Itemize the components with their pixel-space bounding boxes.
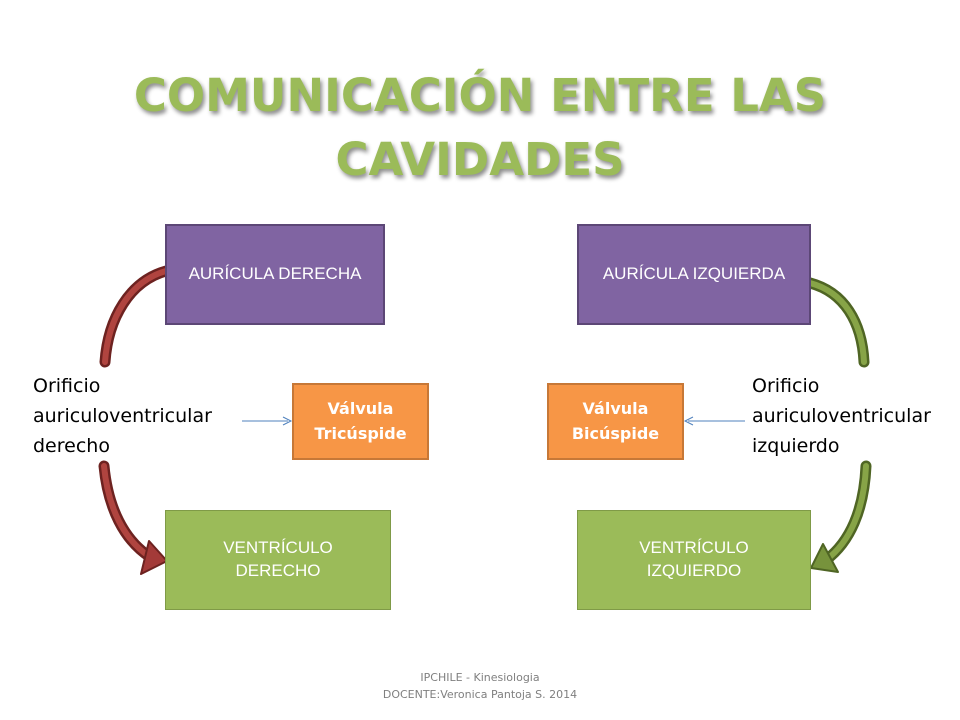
page-title-line-1: COMUNICACIÓN ENTRE LAS xyxy=(132,68,827,124)
red-arrowhead xyxy=(140,540,168,575)
green-curve-top-highlight xyxy=(807,280,867,365)
red-curve-bottom-highlight xyxy=(101,463,153,560)
valvula-tricuspide-line-2: Tricúspide xyxy=(314,423,407,443)
label-left-line-1: Orificio xyxy=(33,375,101,397)
box-auricula-derecha: AURÍCULA DERECHA xyxy=(165,224,385,325)
label-orificio-izquierdo: Orificio auriculoventricular izquierdo xyxy=(752,371,931,461)
valvula-bicuspide-line-2: Bicúspide xyxy=(571,423,660,443)
label-left-line-3: derecho xyxy=(33,435,110,457)
box-valvula-bicuspide: Válvula Bicúspide xyxy=(547,383,684,460)
ventriculo-derecho-line-2: DERECHO xyxy=(235,561,321,580)
ventriculo-derecho-line-1: VENTRÍCULO xyxy=(223,538,333,558)
red-curve-top-highlight xyxy=(102,268,169,365)
footer-line-2: DOCENTE:Veronica Pantoja S. 2014 xyxy=(382,688,578,701)
label-right-line-2: auriculoventricular xyxy=(752,405,931,427)
box-auricula-izquierda-label: AURÍCULA IZQUIERDA xyxy=(602,264,786,284)
box-valvula-tricuspide: Válvula Tricúspide xyxy=(292,383,429,460)
box-auricula-izquierda: AURÍCULA IZQUIERDA xyxy=(577,224,811,325)
page-title-line-2: CAVIDADES xyxy=(334,132,626,188)
box-auricula-derecha-label: AURÍCULA DERECHA xyxy=(188,264,362,284)
valvula-tricuspide-line-1: Válvula xyxy=(327,398,394,418)
ventriculo-izquierdo-line-2: IZQUIERDO xyxy=(646,561,742,580)
valvula-bicuspide-line-1: Válvula xyxy=(582,398,649,418)
label-orificio-derecho: Orificio auriculoventricular derecho xyxy=(33,371,212,461)
footer: IPCHILE - Kinesiologia DOCENTE:Veronica … xyxy=(0,669,960,703)
arrow-to-tricuspide-head xyxy=(282,416,293,426)
ventriculo-izquierdo-line-1: VENTRÍCULO xyxy=(639,538,749,558)
box-ventriculo-izquierdo: VENTRÍCULO IZQUIERDO xyxy=(577,510,811,610)
footer-line-1: IPCHILE - Kinesiologia xyxy=(420,671,540,684)
label-right-line-1: Orificio xyxy=(752,375,820,397)
arrow-to-bicuspide-head xyxy=(683,416,694,426)
label-right-line-3: izquierdo xyxy=(752,435,840,457)
label-left-line-2: auriculoventricular xyxy=(33,405,212,427)
green-arrowhead xyxy=(810,543,839,573)
red-curve-bottom xyxy=(98,460,156,563)
green-curve-bottom-highlight xyxy=(823,463,869,563)
box-ventriculo-derecho: VENTRÍCULO DERECHO xyxy=(165,510,391,610)
